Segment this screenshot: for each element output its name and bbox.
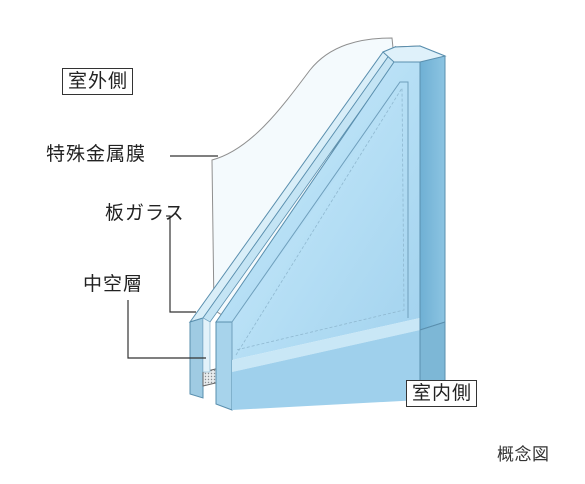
plate-glass-label: 板ガラス: [105, 202, 185, 224]
concept-caption: 概念図: [497, 445, 550, 465]
indoor-side-label: 室内側: [406, 380, 478, 407]
outer-glass-pane: [188, 45, 397, 399]
air-layer-leader-line: [127, 300, 206, 359]
glass-leader-line: [166, 215, 196, 313]
leader-lines: [127, 155, 218, 359]
air-layer-label: 中空層: [83, 273, 144, 295]
inner-glass-pane: [215, 45, 447, 411]
outdoor-side-label: 室外側: [62, 68, 134, 95]
metal-film-label: 特殊金属膜: [46, 143, 147, 165]
